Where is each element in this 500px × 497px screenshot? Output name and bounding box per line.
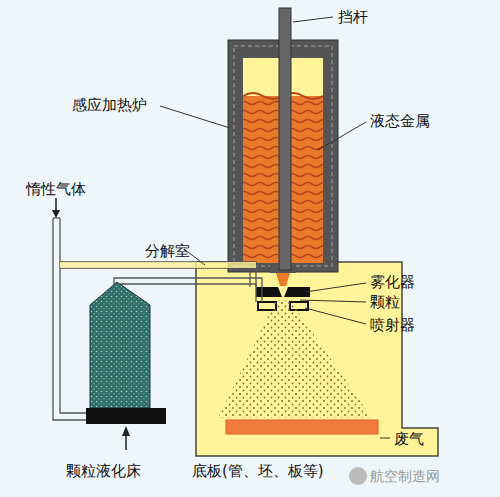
substrate xyxy=(226,420,378,434)
part-label: 液态金属 xyxy=(370,112,430,130)
part-label: 感应加热炉 xyxy=(72,96,147,114)
part-label: 雾化器 xyxy=(370,273,415,291)
decomposition-chamber xyxy=(196,262,438,456)
leader-line xyxy=(160,17,390,438)
watermark-icon xyxy=(349,467,367,485)
part-label: 挡杆 xyxy=(338,8,368,26)
part-label: 惰性气体 xyxy=(26,180,86,198)
gas-pipe xyxy=(53,218,262,420)
part-label: 底板(管、坯、板等) xyxy=(192,462,324,480)
part-label: 喷射器 xyxy=(370,316,415,334)
stopper-rod xyxy=(279,8,291,270)
spray-cone xyxy=(218,300,372,418)
watermark: 航空制造网 xyxy=(370,467,440,485)
part-label: 废气 xyxy=(394,430,424,448)
gas-arrow xyxy=(52,210,60,218)
atomizer xyxy=(256,287,310,297)
part-label: 颗粒 xyxy=(370,293,400,311)
part-label: 颗粒液化床 xyxy=(66,462,141,480)
part-label: 分解室 xyxy=(145,242,190,260)
fluidized-bed xyxy=(90,282,150,408)
